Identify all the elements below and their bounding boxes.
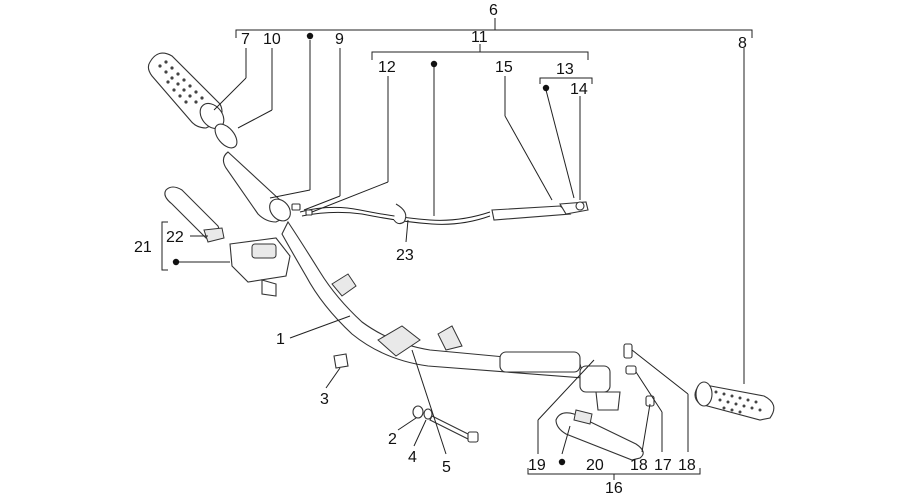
label-5: 5	[442, 459, 451, 476]
throttle-cable	[299, 201, 589, 225]
label-1: 1	[276, 331, 285, 348]
label-11: 11	[471, 29, 488, 46]
fasteners	[333, 353, 479, 443]
label-16: 16	[605, 480, 623, 494]
label-21: 21	[134, 239, 152, 256]
leader-lines	[176, 40, 745, 455]
left-grip	[147, 52, 225, 130]
right-lever-assembly	[555, 343, 655, 461]
label-20: 20	[586, 457, 604, 474]
right-grip	[694, 381, 775, 421]
left-brake-lever	[164, 186, 225, 243]
label-9: 9	[335, 31, 344, 48]
part-labels: 6 7 10 9 11 8 12 15 13 14 22 21 23 1 3 2…	[134, 2, 747, 494]
cable-fittings	[291, 203, 313, 216]
label-18-left: 18	[630, 457, 648, 474]
label-8: 8	[738, 35, 747, 52]
bracket-21	[161, 221, 168, 271]
label-19: 19	[528, 457, 546, 474]
reference-dots	[172, 32, 566, 466]
bracket-13	[539, 77, 593, 84]
master-cylinder	[229, 237, 291, 297]
label-13: 13	[556, 61, 574, 78]
label-6: 6	[489, 2, 498, 19]
label-4: 4	[408, 449, 417, 466]
label-17: 17	[654, 457, 672, 474]
label-2: 2	[388, 431, 397, 448]
bracket-11	[371, 44, 589, 60]
label-3: 3	[320, 391, 329, 408]
bracket-16	[527, 468, 701, 480]
throttle-tube	[222, 151, 291, 223]
label-14: 14	[570, 81, 588, 98]
grip-ring	[214, 123, 238, 149]
label-12: 12	[378, 59, 396, 76]
handlebar	[281, 220, 585, 379]
label-22: 22	[166, 229, 184, 246]
label-15: 15	[495, 59, 513, 76]
bracket-6	[235, 18, 753, 38]
label-23: 23	[396, 247, 414, 264]
label-7: 7	[241, 31, 250, 48]
label-18-right: 18	[678, 457, 696, 474]
label-10: 10	[263, 31, 281, 48]
